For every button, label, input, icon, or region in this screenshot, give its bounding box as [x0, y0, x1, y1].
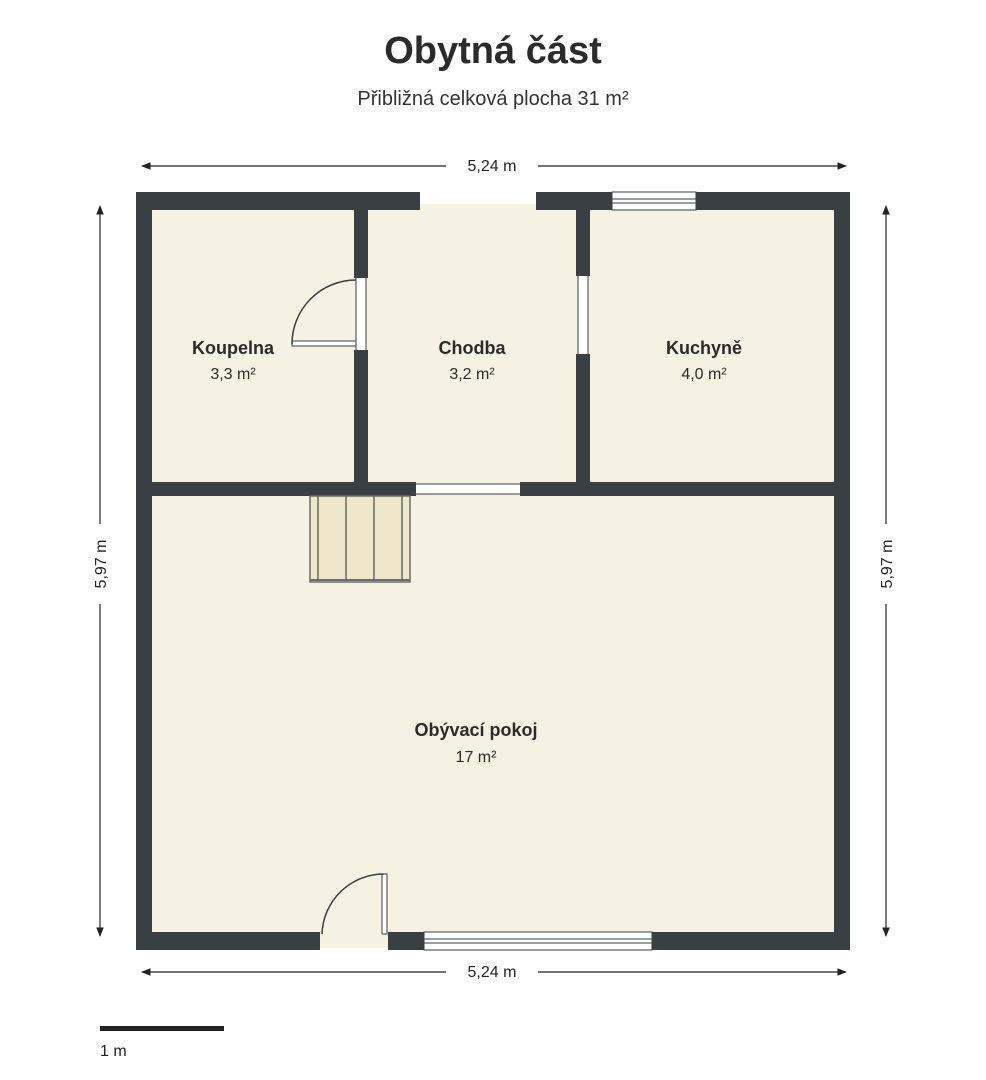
dimension-bottom-label: 5,24 m: [468, 964, 517, 981]
exterior-walls: [136, 192, 850, 950]
dimension-bottom: 5,24 m: [141, 964, 847, 981]
plan-title: Obytná část: [384, 30, 602, 72]
dimension-left: 5,97 m: [93, 205, 110, 937]
stairs: [309, 495, 411, 583]
interior-walls: [136, 208, 850, 496]
window-kitchen: [611, 191, 697, 211]
room-area-living: 17 m²: [456, 749, 498, 766]
plan-subtitle: Přibližná celková plocha 31 m²: [357, 88, 629, 110]
room-area-kitchen: 4,0 m²: [681, 366, 727, 383]
door-entrance: [320, 873, 388, 948]
dimension-right-label: 5,97 m: [879, 540, 896, 589]
scale-bar: 1 m: [100, 1026, 224, 1060]
room-area-hallway: 3,2 m²: [449, 366, 495, 383]
scale-bar-label: 1 m: [100, 1043, 127, 1060]
opening-kitchen: [577, 276, 589, 354]
dimension-top: 5,24 m: [141, 158, 847, 175]
opening-entry-top: [420, 204, 536, 210]
room-label-living: Obývací pokoj: [414, 720, 537, 740]
dimension-top-label: 5,24 m: [468, 158, 517, 175]
room-label-hallway: Chodba: [439, 338, 507, 358]
dimension-left-label: 5,97 m: [93, 540, 110, 589]
door-bathroom: [291, 278, 367, 350]
floor-area: [150, 208, 836, 936]
opening-hall-living: [416, 483, 520, 495]
room-area-bathroom: 3,3 m²: [210, 366, 256, 383]
window-living: [423, 931, 653, 951]
room-label-kitchen: Kuchyně: [666, 338, 742, 358]
dimension-right: 5,97 m: [879, 205, 896, 937]
room-label-bathroom: Koupelna: [192, 338, 275, 358]
